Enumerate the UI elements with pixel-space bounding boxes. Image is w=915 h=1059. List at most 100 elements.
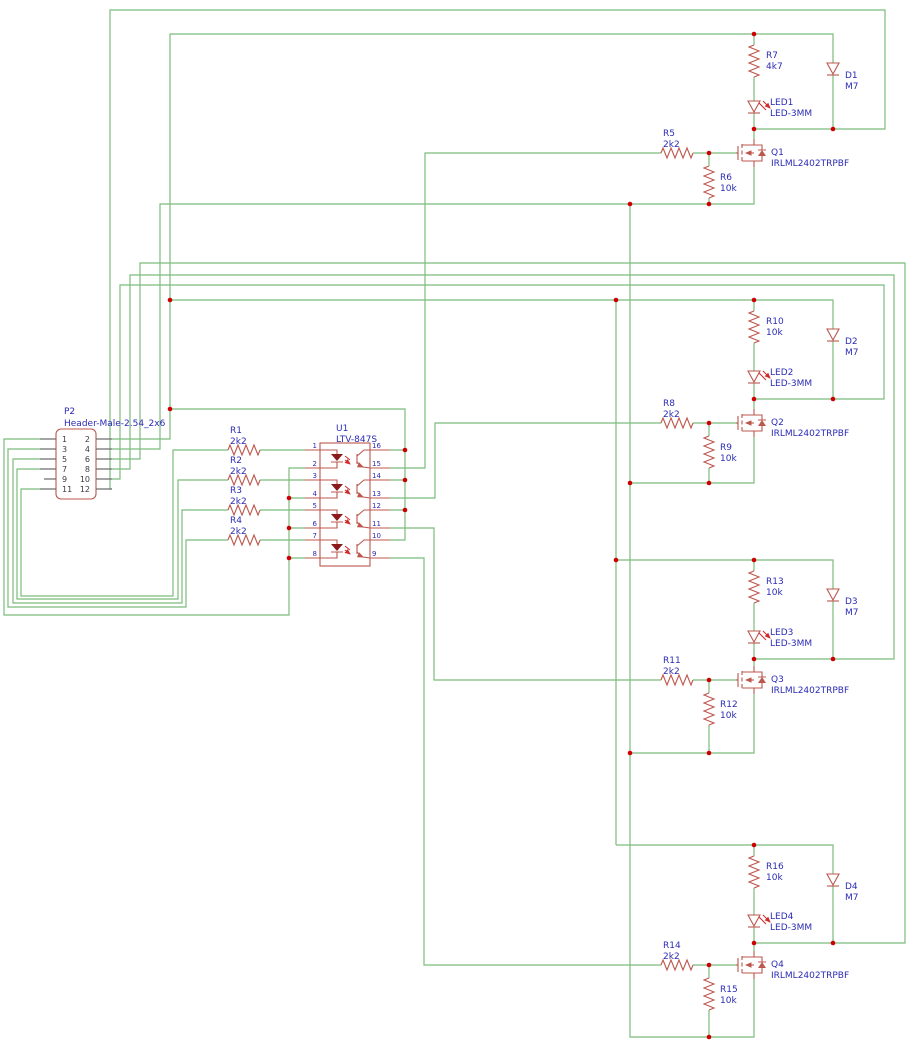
u1-pin-4: 4 [313, 490, 318, 498]
u1-channel2-internal [320, 479, 371, 498]
u1-value-label: LTV-847S [336, 435, 377, 445]
led4-value-label: LED-3MM [770, 923, 812, 933]
resistor-R13[interactable]: R13 10k [748, 570, 784, 604]
r10-value-label: 10k [766, 328, 783, 338]
u1-pin-12: 12 [372, 502, 381, 510]
resistor-R7[interactable]: R7 4k7 [748, 44, 783, 78]
q3-ref-label: Q3 [771, 675, 784, 685]
r12-ref-label: R12 [720, 700, 738, 710]
diode-D2[interactable]: D2 M7 [826, 328, 859, 358]
ic-U1[interactable]: 1 2 3 4 5 6 7 8 16 15 14 13 12 11 10 9 U… [305, 424, 390, 567]
r15-ref-label: R15 [720, 985, 738, 995]
wire-net-out4 [112, 262, 906, 951]
led-LED4[interactable]: LED4 LED-3MM [747, 912, 812, 933]
led4-ref-label: LED4 [770, 912, 794, 922]
led1-ref-label: LED1 [770, 98, 793, 108]
r13-ref-label: R13 [766, 577, 784, 587]
wire-net-out2 [112, 284, 885, 480]
diode-D4[interactable]: D4 M7 [826, 873, 859, 903]
r9-value-label: 10k [720, 454, 737, 464]
p2-pin-2: 2 [85, 435, 90, 444]
u1-pin-10: 10 [372, 532, 381, 540]
u1-pin-13: 13 [372, 490, 381, 498]
led-LED1[interactable]: LED1 LED-3MM [747, 98, 812, 119]
r13-value-label: 10k [766, 588, 783, 598]
u1-ref-label: U1 [336, 424, 348, 434]
p2-pin-10: 10 [80, 475, 90, 484]
r11-value-label: 2k2 [663, 667, 680, 677]
resistor-R6[interactable]: R6 10k [703, 165, 737, 199]
mosfet-Q4[interactable]: Q4 IRLML2402TRPBF [736, 951, 849, 981]
resistor-R3[interactable]: R3 2k2 [227, 486, 261, 516]
diode-D3[interactable]: D3 M7 [826, 588, 859, 618]
resistor-R12[interactable]: R12 10k [703, 692, 738, 726]
r16-ref-label: R16 [766, 862, 784, 872]
u1-pin-6: 6 [313, 520, 318, 528]
u1-pin-16: 16 [372, 442, 381, 450]
resistor-R9[interactable]: R9 10k [703, 435, 737, 469]
resistor-R11[interactable]: R11 2k2 [660, 656, 694, 686]
resistor-R5[interactable]: R5 2k2 [660, 129, 694, 159]
resistor-R16[interactable]: R16 10k [748, 855, 784, 889]
u1-pin-11: 11 [372, 520, 381, 528]
u1-pin-9: 9 [372, 550, 376, 558]
p2-pin-6: 6 [85, 455, 90, 464]
led1-value-label: LED-3MM [770, 109, 812, 119]
q1-value-label: IRLML2402TRPBF [771, 159, 849, 169]
r7-value-label: 4k7 [766, 62, 783, 72]
mosfet-Q3[interactable]: Q3 IRLML2402TRPBF [736, 666, 849, 696]
wire-net-inputs [7, 448, 305, 608]
r6-ref-label: R6 [720, 173, 732, 183]
q2-ref-label: Q2 [771, 418, 784, 428]
wire-net-out3 [112, 274, 895, 666]
mosfet-Q2[interactable]: Q2 IRLML2402TRPBF [736, 409, 849, 439]
d2-ref-label: D2 [845, 337, 858, 347]
resistor-R4[interactable]: R4 2k2 [227, 516, 261, 546]
resistor-R10[interactable]: R10 10k [748, 310, 784, 344]
r1-value-label: 2k2 [230, 437, 247, 447]
u1-pin-3: 3 [313, 472, 317, 480]
d3-value-label: M7 [845, 608, 859, 618]
wire-net-supply [112, 33, 834, 943]
u1-channel3-internal [320, 509, 371, 528]
q3-value-label: IRLML2402TRPBF [771, 686, 849, 696]
p2-pin-3: 3 [62, 445, 67, 454]
p2-ref-label: P2 [64, 407, 75, 417]
u1-channel4-internal [320, 539, 371, 558]
r1-ref-label: R1 [230, 426, 242, 436]
resistor-R14[interactable]: R14 2k2 [660, 941, 694, 971]
diode-D1[interactable]: D1 M7 [826, 62, 859, 92]
resistor-R15[interactable]: R15 10k [703, 977, 738, 1011]
resistor-R2[interactable]: R2 2k2 [227, 456, 261, 486]
u1-pin-2: 2 [313, 460, 317, 468]
r5-value-label: 2k2 [663, 140, 680, 150]
r11-ref-label: R11 [663, 656, 681, 666]
connector-P2[interactable]: 1 3 5 7 9 11 2 4 6 8 10 12 P2 Header-Mal… [40, 407, 166, 500]
u1-channel1-internal [320, 449, 371, 468]
mosfet-Q1[interactable]: Q1 IRLML2402TRPBF [736, 139, 849, 169]
p2-pin-11: 11 [62, 485, 72, 494]
r8-value-label: 2k2 [663, 410, 680, 420]
led3-ref-label: LED3 [770, 628, 793, 638]
d1-value-label: M7 [845, 82, 859, 92]
resistor-R1[interactable]: R1 2k2 [227, 426, 261, 456]
r3-ref-label: R3 [230, 486, 242, 496]
u1-pin-14: 14 [372, 472, 381, 480]
led3-value-label: LED-3MM [770, 639, 812, 649]
r7-ref-label: R7 [766, 51, 778, 61]
d4-value-label: M7 [845, 893, 859, 903]
p2-pin-1: 1 [62, 435, 67, 444]
r8-ref-label: R8 [663, 399, 675, 409]
resistor-R8[interactable]: R8 2k2 [660, 399, 694, 429]
led-LED3[interactable]: LED3 LED-3MM [747, 628, 812, 649]
r3-value-label: 2k2 [230, 497, 247, 507]
u1-pin-1: 1 [313, 442, 317, 450]
u1-pin-8: 8 [313, 550, 317, 558]
r2-ref-label: R2 [230, 456, 242, 466]
junction-dots [167, 31, 836, 1040]
q4-value-label: IRLML2402TRPBF [771, 971, 849, 981]
p2-pin-12: 12 [80, 485, 90, 494]
r14-value-label: 2k2 [663, 952, 680, 962]
led-LED2[interactable]: LED2 LED-3MM [747, 368, 812, 389]
u1-pin-7: 7 [313, 532, 317, 540]
